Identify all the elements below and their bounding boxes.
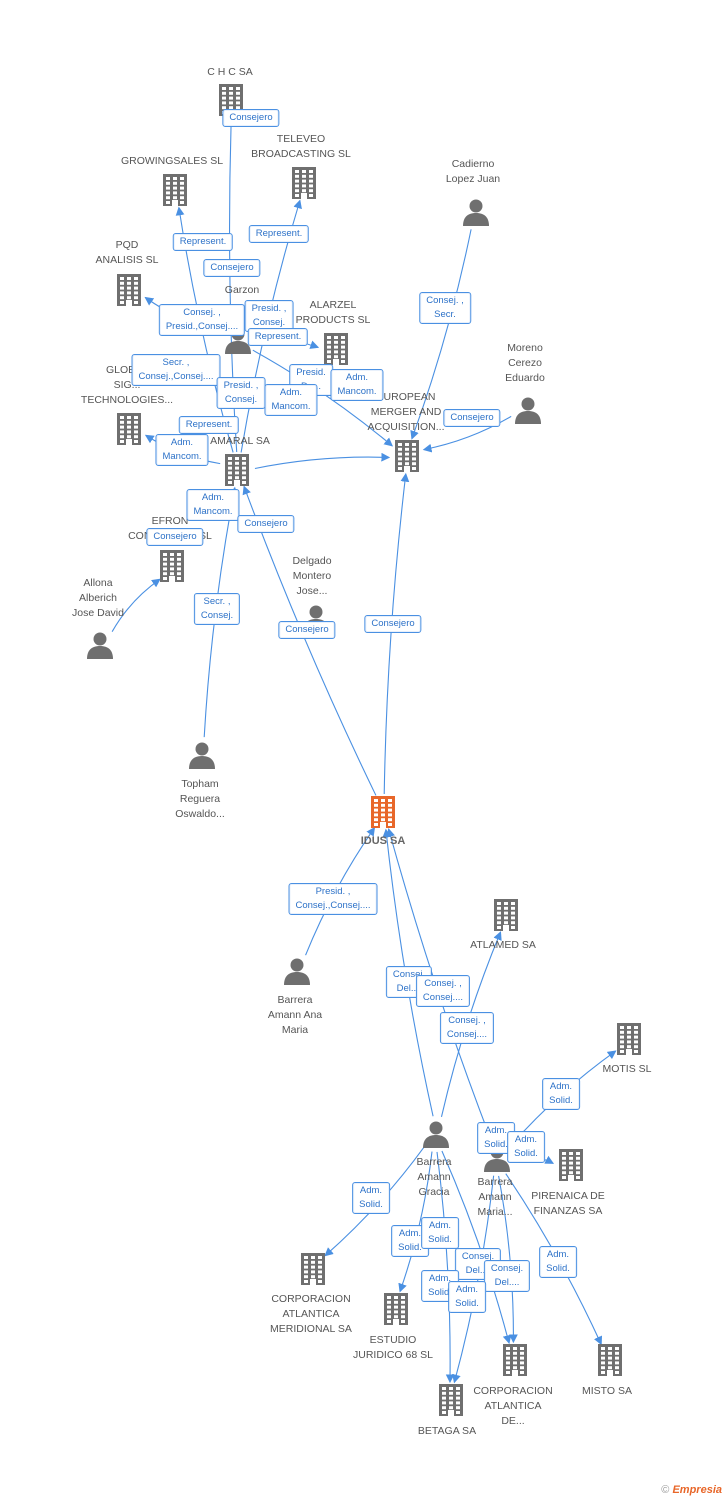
relation-badge[interactable]: Adm. Mancom. [155,434,209,466]
node-label-alarzel[interactable]: ALARZEL PRODUCTS SL [295,299,371,326]
company-icon-growing[interactable] [162,173,188,212]
node-label-amaral[interactable]: AMARAL SA [210,435,270,447]
node-label-idus[interactable]: IDUS SA [360,835,406,847]
footer: © Empresia [661,1484,722,1496]
node-label-allona[interactable]: Allona Alberich Jose David [72,577,124,619]
company-icon-estudio[interactable] [383,1292,409,1331]
node-label-barrera_gracia[interactable]: Barrera Amann Gracia [416,1156,452,1198]
relation-badge[interactable]: Adm. Solid. [539,1246,577,1278]
node-label-barrera_maria[interactable]: Barrera Amann Maria... [477,1176,513,1218]
node-label-chc[interactable]: C H C SA [207,66,253,78]
company-icon-efron[interactable] [159,549,185,588]
node-label-pirenaica[interactable]: PIRENAICA DE FINANZAS SA [531,1190,605,1217]
company-icon-atlamed[interactable] [493,898,519,937]
person-icon-allona[interactable] [86,631,114,664]
copyright-symbol: © [661,1484,670,1496]
person-icon-barrera_ana[interactable] [283,957,311,990]
edge-amaral-european [254,452,391,470]
edge-barrera_maria-corp_de [498,1175,518,1344]
node-label-betaga[interactable]: BETAGA SA [417,1425,477,1437]
relation-badge[interactable]: Secr. , Consej.,Consej.... [131,354,221,386]
node-label-garzon[interactable]: Garzon [224,284,260,296]
node-label-european[interactable]: EUROPEAN MERGER AND ACQUISITION... [367,391,445,433]
company-icon-idus[interactable] [370,795,396,834]
node-label-moreno[interactable]: Moreno Cerezo Eduardo [505,342,545,384]
relation-badge[interactable]: Adm. Mancom. [264,384,318,416]
relation-badge[interactable]: Consejero [237,515,295,533]
edge-barrera_gracia-betaga [436,1151,455,1384]
company-icon-televeo[interactable] [291,166,317,205]
relation-badge[interactable]: Consej. , Consej.... [439,1012,495,1044]
company-icon-motis[interactable] [616,1022,642,1061]
relation-badge[interactable]: Represent. [172,233,234,251]
relation-badge[interactable]: Consejero [364,615,422,633]
node-label-atlamed[interactable]: ATLAMED SA [470,939,536,951]
person-icon-moreno[interactable] [514,396,542,429]
relation-badge[interactable]: Consej. , Secr. [419,292,471,324]
company-icon-betaga[interactable] [438,1383,464,1422]
relation-badge[interactable]: Adm. Solid. [542,1078,580,1110]
node-label-televeo[interactable]: TELEVEO BROADCASTING SL [251,133,351,160]
edge-moreno-european [422,415,512,453]
company-icon-european[interactable] [394,439,420,478]
person-icon-cadierno[interactable] [462,198,490,231]
edge-barrera_gracia-estudio [398,1151,433,1293]
node-label-growing[interactable]: GROWINGSALES SL [120,155,224,167]
relation-badge[interactable]: Consejero [203,259,261,277]
relation-badge[interactable]: Adm. Mancom. [186,489,240,521]
company-icon-pqd[interactable] [116,273,142,312]
node-label-misto[interactable]: MISTO SA [582,1385,632,1397]
node-label-corp_merid[interactable]: CORPORACION ATLANTICA MERIDIONAL SA [270,1293,352,1335]
relation-badge[interactable]: Represent. [247,328,309,346]
company-icon-misto[interactable] [597,1343,623,1382]
relation-badge[interactable]: Presid. , Consej. [216,377,266,409]
relation-badge[interactable]: Represent. [248,225,310,243]
edge-cadierno-european [410,229,472,440]
node-label-estudio[interactable]: ESTUDIO JURIDICO 68 SL [353,1334,433,1361]
node-label-barrera_ana[interactable]: Barrera Amann Ana Maria [267,994,323,1036]
edge-idus-european [383,472,410,795]
relation-badge[interactable]: Adm. Mancom. [330,369,384,401]
relation-badge[interactable]: Consejero [278,621,336,639]
edge-allona-efron [111,578,161,632]
company-icon-amaral[interactable] [224,453,250,492]
company-icon-pirenaica[interactable] [558,1148,584,1187]
relation-badge[interactable]: Adm. Solid. [352,1182,390,1214]
brand-logo[interactable]: Empresia [672,1484,722,1496]
company-icon-corp_merid[interactable] [300,1252,326,1291]
relation-badge[interactable]: Consej. , Consej.... [415,975,471,1007]
node-label-delgado[interactable]: Delgado Montero Jose... [292,555,332,597]
relation-badge[interactable]: Consejero [146,528,204,546]
relation-badge[interactable]: Presid. , Consej.,Consej.... [288,883,378,915]
node-label-cadierno[interactable]: Cadierno Lopez Juan [445,158,501,185]
node-label-topham[interactable]: Topham Reguera Oswaldo... [175,778,225,820]
person-icon-barrera_gracia[interactable] [422,1120,450,1153]
relation-badge[interactable]: Adm. Solid. [507,1131,545,1163]
company-icon-global[interactable] [116,412,142,451]
relation-badge[interactable]: Adm. Solid. [391,1225,429,1257]
relation-badge[interactable]: Consej. , Presid.,Consej.... [158,304,246,336]
relation-badge[interactable]: Adm. Solid. [421,1217,459,1249]
person-icon-topham[interactable] [188,741,216,774]
edge-barrera_gracia-corp_de [441,1150,512,1345]
relation-badge[interactable]: Presid. , Consej. [244,300,294,332]
node-label-motis[interactable]: MOTIS SL [602,1063,652,1075]
company-icon-alarzel[interactable] [323,332,349,371]
node-label-corp_de[interactable]: CORPORACION ATLANTICA DE... [473,1385,553,1427]
relation-badge[interactable]: Consejero [222,109,280,127]
relation-badge[interactable]: Consej. Del.... [483,1260,531,1292]
relation-badge[interactable]: Represent. [178,416,240,434]
node-label-pqd[interactable]: PQD ANALISIS SL [95,239,159,266]
relation-badge[interactable]: Consejero [443,409,501,427]
relation-badge[interactable]: Secr. , Consej. [193,593,241,625]
relation-badge[interactable]: Adm. Solid. [448,1281,486,1313]
company-icon-corp_de[interactable] [502,1343,528,1382]
